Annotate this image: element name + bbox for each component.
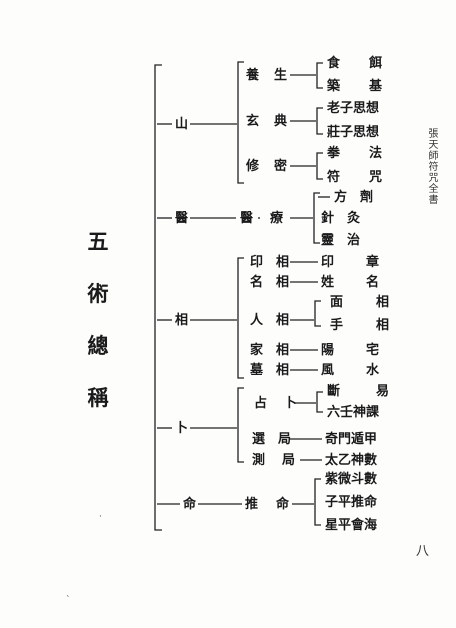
leaf-item: 相 xyxy=(376,295,390,310)
node-label: 局 xyxy=(278,432,292,447)
leaf-item: 斷 xyxy=(327,384,341,399)
title-char: 術 xyxy=(87,281,109,306)
node-label: 局 xyxy=(282,453,296,468)
leaf-item: 靈 治 xyxy=(321,233,361,248)
node-label: 相 xyxy=(276,343,290,358)
leaf-item: 相 xyxy=(376,318,390,333)
leaf-item: 基 xyxy=(369,79,383,94)
shan-children-bracket xyxy=(237,61,244,184)
leaf-item: 水 xyxy=(366,363,380,378)
node-label: 生 xyxy=(274,68,288,83)
node-label: 推 xyxy=(245,497,259,512)
node-label: 修 xyxy=(246,159,260,174)
node-label: 相 xyxy=(276,255,290,270)
leaf-item: 風 xyxy=(321,363,335,378)
leaf-item: 拳 xyxy=(327,146,341,161)
node-label: 選 xyxy=(252,432,266,447)
leaf-item: 咒 xyxy=(369,170,383,185)
node-label: 占 xyxy=(254,396,268,411)
node-label: 相 xyxy=(276,363,290,378)
leaf-item: 宅 xyxy=(366,343,380,358)
node-label: 典 xyxy=(274,114,288,129)
leaf-item: 名 xyxy=(366,275,380,290)
leaf-item: 面 xyxy=(330,295,344,310)
node-label: 密 xyxy=(274,159,288,174)
leaf-item: 莊子思想 xyxy=(327,125,380,140)
leaf-item: 姓 xyxy=(321,275,335,290)
leaf-item: 築 xyxy=(327,79,341,94)
scan-speck: ˋ xyxy=(66,596,71,606)
leaf-item: 章 xyxy=(366,255,380,270)
leaf-item: 老子思想 xyxy=(327,101,380,116)
xiang-children-bracket xyxy=(237,257,244,379)
node-label: 養 xyxy=(246,68,260,83)
leaf-item: 陽 xyxy=(321,343,335,358)
node-label: 墓 xyxy=(250,363,264,378)
ming-items-bracket xyxy=(314,478,321,526)
node-label: 醫 xyxy=(240,211,254,226)
title-char: 總 xyxy=(87,333,109,358)
yi-items-bracket xyxy=(313,192,320,244)
node-label: 相 xyxy=(276,275,290,290)
scan-speck: · xyxy=(99,512,102,522)
leaf-item: 符 xyxy=(327,170,341,185)
category-xiang: 相 xyxy=(175,313,189,328)
node-label: 印 xyxy=(250,255,264,270)
leaf-item: 法 xyxy=(369,146,383,161)
bu-children-bracket xyxy=(237,387,244,463)
title-char: 稱 xyxy=(87,385,109,410)
category-bu: 卜 xyxy=(175,421,189,436)
node-label: 名 xyxy=(250,275,264,290)
main-bracket xyxy=(154,64,162,531)
leaf-item: 方 劑 xyxy=(334,190,374,205)
leaf-item: 太乙神數 xyxy=(325,453,378,468)
leaf-item: 六壬神課 xyxy=(327,405,380,420)
node-label: 家 xyxy=(250,343,264,358)
category-shan: 山 xyxy=(175,117,189,132)
node-label: 卜 xyxy=(284,396,298,411)
leaf-item: 印 xyxy=(321,255,335,270)
leaf-item: 針 灸 xyxy=(321,211,361,226)
leaf-item: 子平推命 xyxy=(325,495,378,510)
leaf-item: 易 xyxy=(376,384,390,399)
category-ming: 命 xyxy=(183,497,197,512)
node-label: 人 xyxy=(250,313,264,328)
leaf-item: 食 xyxy=(327,56,341,71)
node-label: 玄 xyxy=(246,114,260,129)
page-number: 八 xyxy=(416,544,430,559)
node-label: 相 xyxy=(276,313,290,328)
leaf-item: 手 xyxy=(330,318,344,333)
leaf-item: 星平會海 xyxy=(325,518,378,533)
node-label: 療 xyxy=(270,211,284,226)
title-char: 五 xyxy=(87,229,109,254)
category-yi: 醫 xyxy=(175,211,189,226)
book-title: 張天師符咒全書 xyxy=(426,128,437,205)
node-label: 命 xyxy=(276,497,290,512)
leaf-item: 紫微斗數 xyxy=(325,472,378,487)
leaf-item: 奇門遁甲 xyxy=(325,432,378,447)
node-label: 測 xyxy=(252,453,266,468)
leaf-item: 餌 xyxy=(369,56,383,71)
